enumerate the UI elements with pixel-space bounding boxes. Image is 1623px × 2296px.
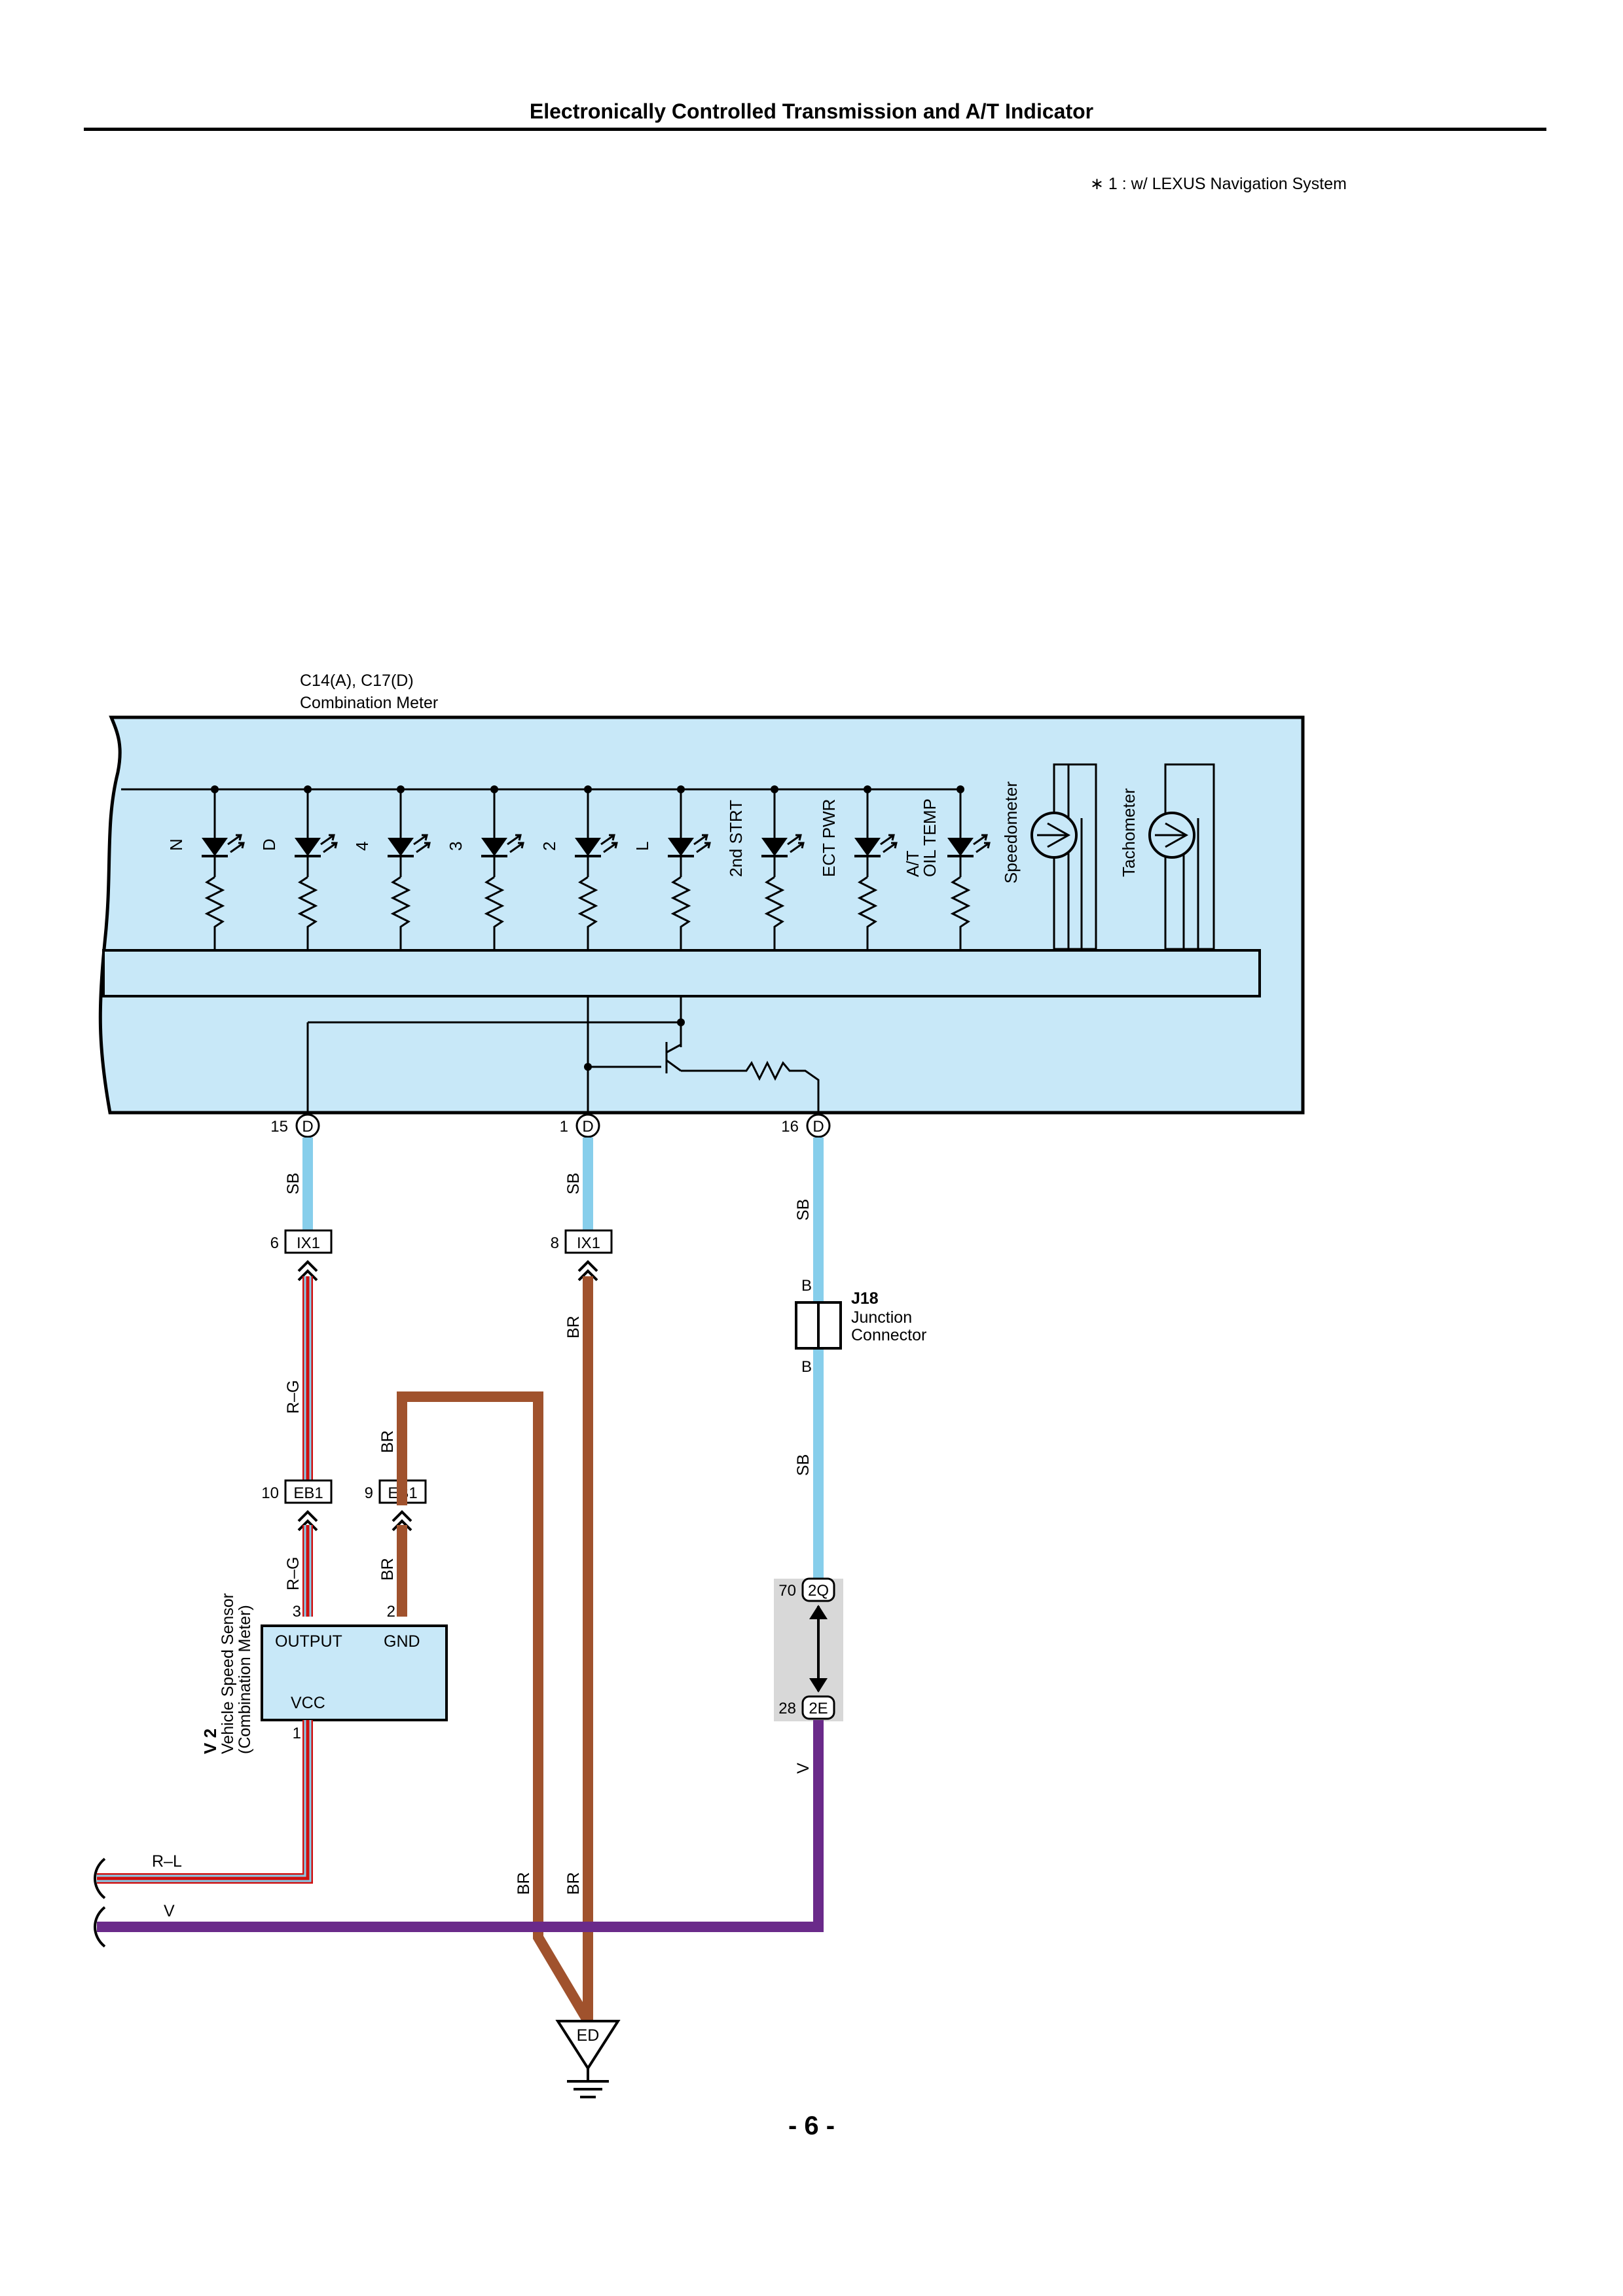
sensor-name-label: Vehicle Speed Sensor	[219, 1593, 237, 1754]
indicator-label: OIL TEMP	[920, 798, 939, 877]
connector-name: 2E	[809, 1700, 828, 1717]
wire-label-sb: SB	[794, 1199, 812, 1221]
meter-connector-label: C14(A), C17(D)	[300, 672, 414, 690]
indicator-label: A/T	[903, 850, 922, 877]
sensor-pin-vcc: 1	[293, 1725, 301, 1742]
wire-label-r-l: R–L	[152, 1852, 182, 1871]
indicator-led-3: 4	[352, 785, 431, 950]
junction-id: J18	[851, 1289, 879, 1308]
connector-pin: 10	[261, 1484, 279, 1502]
wire-label-r-g: R–G	[284, 1557, 302, 1590]
indicator-led-4: 3	[446, 785, 524, 950]
sensor-sub-label: (Combination Meter)	[236, 1605, 254, 1754]
wire-label-br: BR	[378, 1430, 397, 1453]
wire-label-sb: SB	[284, 1173, 302, 1194]
indicator-label: 4	[352, 842, 372, 851]
pin-connector-letter: D	[302, 1118, 313, 1136]
pin-number: 15	[270, 1118, 288, 1136]
indicator-label: N	[166, 838, 186, 851]
pin-connector-letter: D	[582, 1118, 593, 1136]
indicator-label: L	[632, 842, 652, 851]
page-title: Electronically Controlled Transmission a…	[529, 99, 1094, 123]
meter-name-label: Combination Meter	[300, 694, 438, 712]
sensor-vcc-label: VCC	[291, 1694, 325, 1712]
wire-v	[97, 1720, 824, 1932]
speedometer-label: Speedometer	[1001, 781, 1021, 884]
indicator-label: D	[259, 838, 279, 851]
indicator-led-8: ECT PWR	[819, 785, 898, 950]
wire-label-br: BR	[564, 1316, 583, 1338]
indicator-label: 3	[446, 842, 465, 851]
meter-pin-16: D 16	[781, 1113, 831, 1138]
connector-pin: 70	[778, 1582, 796, 1600]
indicator-led-7: 2nd STRT	[726, 785, 805, 950]
indicator-label: ECT PWR	[819, 799, 839, 877]
meter-internal-circuit	[306, 996, 820, 1126]
wire-br-loop	[397, 1391, 593, 2024]
indicator-label: 2nd STRT	[726, 800, 746, 877]
vehicle-speed-sensor: OUTPUT GND VCC 3 2 1	[261, 1603, 448, 1742]
wire-label-br: BR	[515, 1872, 533, 1895]
junction-connector-j18: B B J18 Junction Connector	[795, 1277, 926, 1376]
connector-pin: 9	[365, 1484, 373, 1502]
connector-name: IX1	[577, 1234, 600, 1252]
indicator-led-6: L	[632, 785, 711, 950]
sensor-id-label: V 2	[200, 1729, 220, 1754]
junction-pin-label: B	[801, 1277, 812, 1295]
connector-pin: 8	[551, 1234, 559, 1252]
header-rule	[84, 128, 1546, 131]
wire-r-g-lower	[302, 1525, 313, 1617]
wire-r-g-upper	[302, 1276, 313, 1480]
connector-ix1-6: IX1 6	[270, 1229, 333, 1282]
junction-line2: Connector	[851, 1326, 926, 1344]
connector-name: IX1	[297, 1234, 320, 1252]
pin-number: 16	[781, 1118, 799, 1136]
wire-r-l	[97, 1720, 313, 1884]
junction-dot	[677, 1018, 685, 1026]
pin-number: 1	[560, 1118, 568, 1136]
connector-eb1-10: EB1 10	[261, 1479, 333, 1532]
connector-name: 2Q	[808, 1582, 829, 1600]
connector-name: EB1	[293, 1484, 323, 1502]
indicator-label: 2	[539, 842, 559, 851]
meter-pin-1: D 1	[560, 1113, 600, 1138]
indicator-led-5: 2	[539, 785, 618, 950]
sensor-pin-output: 3	[293, 1603, 301, 1621]
connector-ix1-8: IX1 8	[551, 1229, 613, 1282]
junction-line1: Junction	[851, 1308, 912, 1327]
connector-2q-2e-box: 2Q 70 2E 28	[774, 1577, 843, 1721]
combination-meter-box	[98, 715, 1305, 1115]
indicator-led-2: D	[259, 785, 338, 950]
junction-dot	[584, 1063, 592, 1071]
ground-label: ED	[577, 2026, 600, 2045]
speedometer-gauge: Speedometer	[1001, 763, 1097, 950]
ground-ed: ED	[555, 2020, 621, 2098]
sensor-output-label: OUTPUT	[275, 1632, 342, 1651]
junction-pin-label: B	[801, 1358, 812, 1376]
wire-label-sb: SB	[564, 1173, 583, 1194]
connector-pin: 6	[270, 1234, 279, 1252]
wire-label-sb: SB	[794, 1454, 812, 1476]
wire-label-v: V	[794, 1763, 812, 1774]
sensor-pin-gnd: 2	[387, 1603, 395, 1621]
connector-eb1-9: EB1 9	[365, 1479, 427, 1532]
tachometer-gauge: Tachometer	[1119, 763, 1215, 950]
tachometer-label: Tachometer	[1119, 788, 1139, 877]
footnote: ∗ 1 : w/ LEXUS Navigation System	[1090, 175, 1347, 193]
meter-pin-15: D 15	[270, 1113, 320, 1138]
page-number: - 6 -	[788, 2111, 835, 2140]
wire-break-mark	[94, 1857, 106, 1948]
meter-internal-bus	[102, 949, 1261, 997]
wire-label-r-g: R–G	[284, 1380, 302, 1414]
sensor-gnd-label: GND	[384, 1632, 420, 1651]
wire-label-br: BR	[564, 1872, 583, 1895]
wire-label-v: V	[164, 1902, 175, 1920]
wire-label-br: BR	[378, 1558, 397, 1581]
indicator-led-1: N	[166, 785, 245, 950]
pin-connector-letter: D	[812, 1118, 824, 1136]
connector-pin: 28	[778, 1700, 796, 1717]
